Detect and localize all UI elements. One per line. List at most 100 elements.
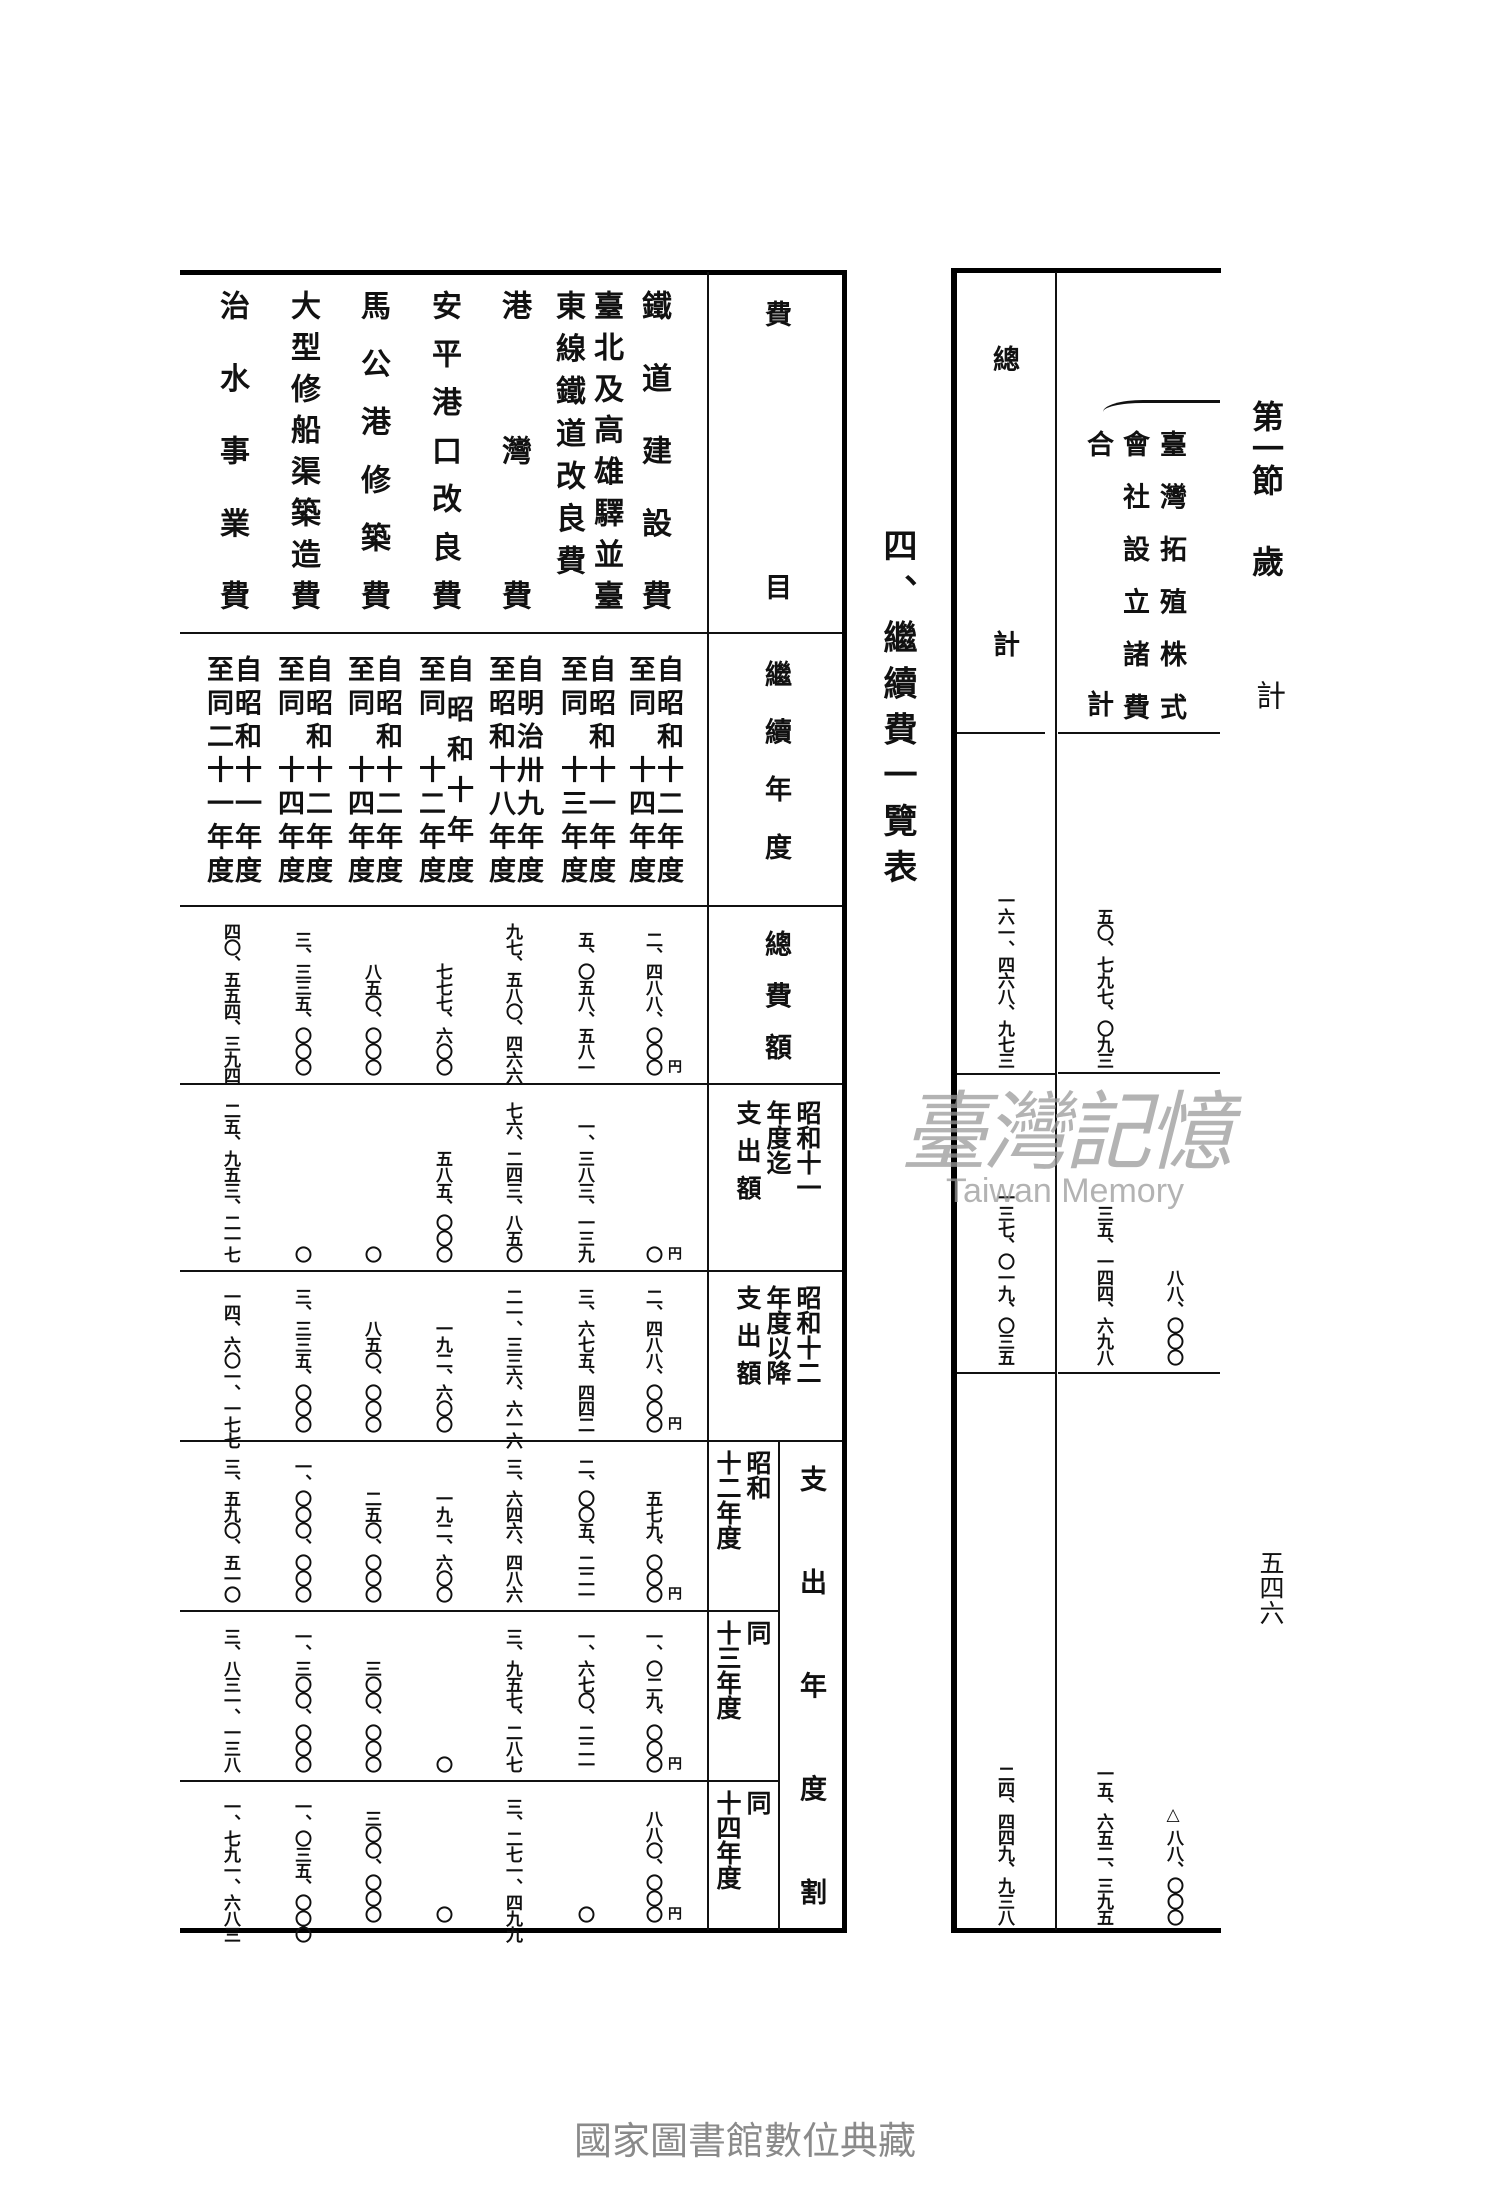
amount-after-s12: 三、三三五、〇〇〇 xyxy=(291,1288,311,1432)
amount-spent-to-s11: 〇 xyxy=(291,1246,311,1262)
amount-spent-to-s11: 二五、九五三、二一七 xyxy=(220,1102,240,1262)
header-s14-line2: 十四年度 xyxy=(713,1790,742,1890)
amount-spent-to-s11: 〇 xyxy=(361,1246,381,1262)
amount-total: 八五〇、〇〇〇 xyxy=(361,963,381,1075)
amount-s14: 一、〇三五、〇〇〇 xyxy=(291,1798,311,1942)
summary-left-border xyxy=(951,268,957,1933)
bracket xyxy=(1103,400,1220,417)
yen-unit: 円 xyxy=(666,1756,682,1770)
yen-unit: 円 xyxy=(666,1416,682,1430)
subtotal-value: 五〇、七九七、〇九三 xyxy=(1093,908,1113,1068)
row-divider xyxy=(180,1610,778,1612)
watermark-caption: Taiwan Memory xyxy=(945,1172,1185,1210)
amount-s12: 一九二、六〇〇 xyxy=(432,1490,452,1602)
amount-total: 九七、五八〇、四六六 xyxy=(502,923,522,1083)
grand-total-label-1: 總 xyxy=(988,345,1019,372)
table-bottom-border xyxy=(180,1928,847,1933)
amount-total: 七七七、六〇〇 xyxy=(432,963,452,1075)
amount-total: 五、〇五八、五八一 xyxy=(574,931,594,1075)
running-header-section: 第一節 xyxy=(1247,400,1285,496)
item-name: 大型修船渠築造費 xyxy=(285,290,320,610)
period-from: 自昭和十二年度 xyxy=(301,655,332,883)
header-s12-line2: 十二年度 xyxy=(713,1450,742,1550)
table-top-border xyxy=(180,270,847,275)
header-after-s12-line2: 年度以降 xyxy=(763,1285,792,1385)
amount-s14: 〇 xyxy=(432,1906,452,1922)
header-to-s11-line2: 年度迄 xyxy=(763,1100,792,1175)
running-header-chapter-a: 歲 xyxy=(1247,545,1285,577)
amount-s14: 八八〇、〇〇〇 xyxy=(642,1810,662,1922)
row-divider xyxy=(180,905,842,907)
header-s13-line1: 同 xyxy=(743,1620,772,1645)
header-to-s11-line3: 支出額 xyxy=(733,1100,762,1200)
header-s12-line1: 昭和 xyxy=(743,1450,772,1500)
amount-spent-to-s11: 五八五、〇〇〇 xyxy=(432,1150,452,1262)
amount-spent-to-s11: 一、三八三、一三九 xyxy=(574,1118,594,1262)
amount-s14: 一、七九一、六八三 xyxy=(220,1798,240,1942)
summary-bottom-border xyxy=(953,1928,1221,1933)
amount-after-s12: 二、四八八、〇〇〇 xyxy=(642,1288,662,1432)
company-value: 八八、〇〇〇 xyxy=(1163,1269,1183,1365)
header-after-s12-line1: 昭和十二 xyxy=(793,1285,822,1385)
grand-total-label-2: 計 xyxy=(988,630,1019,657)
grand-total-value: 一三七、〇一九、〇三五 xyxy=(994,1189,1014,1365)
amount-s14: 〇 xyxy=(574,1906,594,1922)
summary-line xyxy=(1058,732,1220,734)
summary-top-border xyxy=(953,268,1221,273)
summary-line xyxy=(1058,1072,1220,1074)
period-to: 至昭和十八年度 xyxy=(484,655,515,883)
row-divider xyxy=(180,1270,842,1272)
amount-s12: 一、〇〇〇、〇〇〇 xyxy=(291,1458,311,1602)
amount-s14: 三〇〇、〇〇〇 xyxy=(361,1810,381,1922)
period-from: 自昭和十二年度 xyxy=(652,655,683,883)
amount-spent-to-s11: 七六、二四三、八五〇 xyxy=(502,1102,522,1262)
watermark-logo-text: 臺灣記憶 xyxy=(901,1083,1233,1183)
yen-unit: 円 xyxy=(666,1059,682,1073)
grand-total-value: 二四、四四九、九三八 xyxy=(994,1765,1014,1925)
header-divider xyxy=(707,272,709,1930)
summary-line xyxy=(957,1372,1055,1374)
running-header-chapter-b: 計 xyxy=(1250,680,1285,710)
amount-after-s12: 一四、六〇一、一七七 xyxy=(220,1288,240,1448)
page-number: 五四六 xyxy=(1256,1550,1285,1625)
period-from: 自昭和十一年度 xyxy=(584,655,615,883)
header-to-s11-line1: 昭和十一 xyxy=(793,1100,822,1200)
amount-s13: 一、六七〇、二二一 xyxy=(574,1628,594,1772)
header-period: 繼續年度 xyxy=(760,660,791,860)
period-to: 至同 十三年度 xyxy=(556,655,587,883)
period-from: 自昭和十二年度 xyxy=(371,655,402,883)
table-title: 四、繼續費一覽表 xyxy=(877,528,917,883)
amount-total: 二、四八八、〇〇〇 xyxy=(642,931,662,1075)
amount-s13: 一、三〇〇、〇〇〇 xyxy=(291,1628,311,1772)
summary-line xyxy=(1058,1372,1220,1374)
period-to: 至同 十四年度 xyxy=(624,655,655,883)
summary-line xyxy=(957,732,1045,734)
period-from: 自明治卅九年度 xyxy=(512,655,543,883)
header-s13-line2: 十三年度 xyxy=(713,1620,742,1720)
subtotal-value: 一五、六五二、三九五 xyxy=(1093,1765,1113,1925)
company-label-line2: 會社設立諸費 xyxy=(1118,430,1149,720)
item-name-line1: 臺北及高雄驛並臺 xyxy=(588,290,623,610)
item-name: 安平港口改良費 xyxy=(426,290,461,610)
company-value: △ 八八、〇〇〇 xyxy=(1163,1805,1183,1925)
amount-total: 三、三三五、〇〇〇 xyxy=(291,931,311,1075)
subtotal-label-1: 合 xyxy=(1082,430,1113,457)
period-to: 至同二十一年度 xyxy=(202,655,233,883)
grand-total-value: 一六一、四六八、九七三 xyxy=(994,892,1014,1068)
summary-line xyxy=(957,1073,1055,1075)
row-divider xyxy=(180,632,842,634)
amount-total: 四〇、五五四、三九四 xyxy=(220,923,240,1083)
item-name: 鐵道建設費 xyxy=(636,290,671,610)
amount-s13: 三、九五七、二八七 xyxy=(502,1628,522,1772)
row-divider xyxy=(180,1440,842,1442)
amount-s13: 〇 xyxy=(432,1756,452,1772)
amount-s12: 五七九、〇〇〇 xyxy=(642,1490,662,1602)
amount-s12: 三、五九〇、五一〇 xyxy=(220,1458,240,1602)
amount-s12: 二、〇〇五、二二一 xyxy=(574,1458,594,1602)
header-annual-split: 支出年度割 xyxy=(795,1465,826,1905)
table-right-border xyxy=(842,270,847,1933)
item-name: 治水事業費 xyxy=(214,290,249,610)
amount-s12: 二五〇、〇〇〇 xyxy=(361,1490,381,1602)
header-total: 總費額 xyxy=(760,930,791,1060)
period-from: 自昭和十一年度 xyxy=(230,655,261,883)
